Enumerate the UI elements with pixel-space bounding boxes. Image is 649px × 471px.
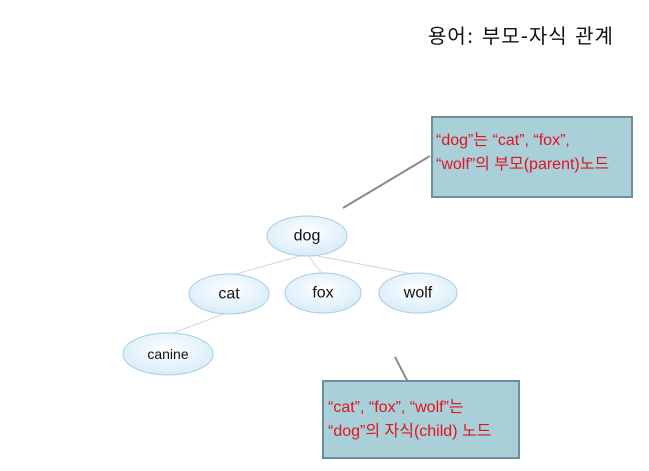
node-fox: fox — [284, 272, 362, 314]
parent-callout-line-1: “dog”는 “cat”, “fox”, — [436, 132, 570, 149]
node-dog-shape — [266, 215, 348, 257]
edge-dog-fox — [306, 253, 324, 276]
parent-callout-line-2: “wolf”의 부모(parent)노드 — [436, 156, 610, 173]
parent-callout: “dog”는 “cat”, “fox”, “wolf”의 부모(parent)노… — [431, 116, 633, 198]
tree-nodes: dog cat fox wolf canine — [122, 215, 458, 376]
node-wolf-label: wolf — [403, 285, 433, 302]
edge-cat-canine — [167, 311, 230, 336]
tree-edges — [167, 253, 419, 336]
node-fox-shape — [284, 272, 362, 314]
node-fox-label: fox — [312, 285, 333, 302]
node-dog: dog — [266, 215, 348, 257]
edge-dog-wolf — [306, 253, 419, 276]
edge-dog-cat — [228, 253, 308, 277]
node-canine: canine — [122, 332, 214, 376]
slide-title: 용어: 부모-자식 관계 — [428, 24, 614, 48]
parent-callout-pointer — [342, 155, 431, 209]
node-wolf: wolf — [378, 272, 458, 314]
node-cat-label: cat — [218, 286, 240, 303]
node-wolf-shape — [378, 272, 458, 314]
node-cat: cat — [188, 273, 270, 315]
child-callout-line-2: “dog”의 자식(child) 노드 — [328, 423, 492, 440]
node-canine-label: canine — [147, 346, 188, 362]
node-canine-shape — [122, 332, 214, 376]
child-callout: “cat”, “fox”, “wolf”는 “dog”의 자식(child) 노… — [322, 380, 520, 459]
node-dog-label: dog — [294, 228, 321, 245]
node-cat-shape — [188, 273, 270, 315]
child-callout-line-1: “cat”, “fox”, “wolf”는 — [328, 399, 464, 416]
